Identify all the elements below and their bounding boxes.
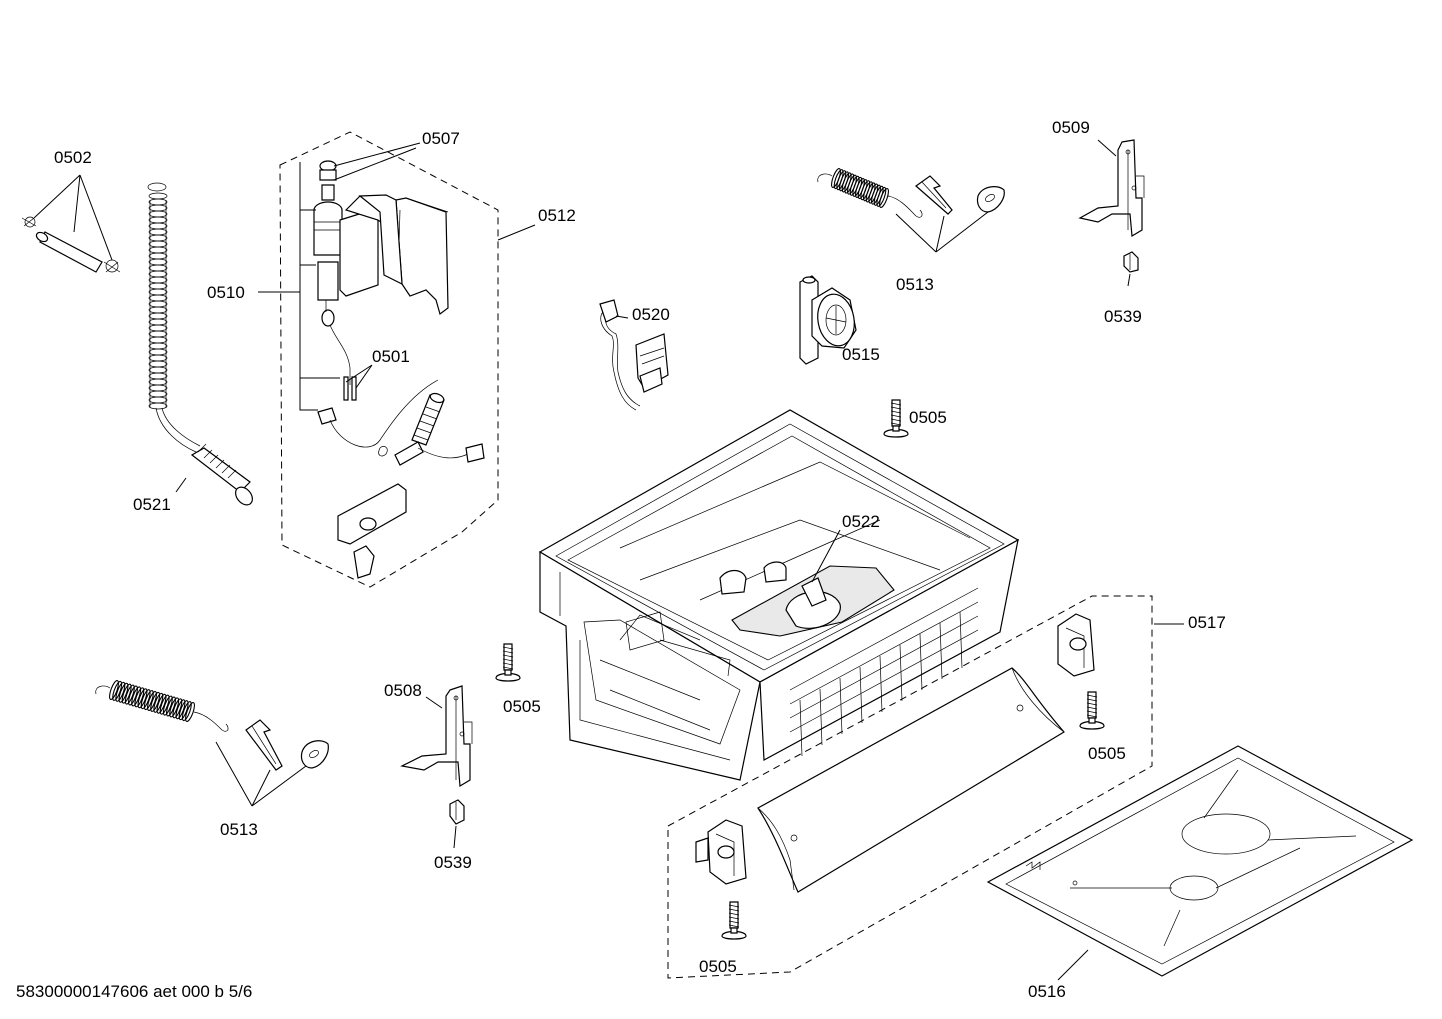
label-0513-lower: 0513	[220, 820, 258, 839]
label-0539-upper: 0539	[1104, 307, 1142, 326]
group-outline-0512	[279, 131, 499, 588]
label-0512: 0512	[538, 206, 576, 225]
leader-0501	[345, 364, 373, 389]
part-0505-screw-1	[883, 399, 909, 438]
part-hose-and-sensor	[317, 379, 485, 579]
leader-0510	[258, 162, 340, 411]
leader-0513-upper	[895, 211, 989, 253]
part-0539-clip-upper	[1123, 251, 1139, 273]
label-0505-1: 0505	[909, 408, 947, 427]
label-0539-lower: 0539	[434, 853, 472, 872]
part-0515-flow-meter	[799, 275, 857, 365]
part-0505-screw-3	[1079, 691, 1105, 730]
label-0515: 0515	[842, 345, 880, 364]
part-kickplate-panel	[757, 667, 1065, 893]
part-0509-hinge-bracket	[1078, 139, 1145, 238]
part-0520-sensor-cable	[599, 299, 669, 411]
group-outline-0517	[667, 595, 1153, 979]
part-foot-bracket-right	[1057, 613, 1095, 677]
part-0516-bottom-plate	[986, 745, 1414, 977]
leader-0516	[1057, 949, 1089, 981]
label-0505-3: 0505	[1088, 744, 1126, 763]
leader-0522	[811, 529, 841, 583]
label-0517: 0517	[1188, 613, 1226, 632]
label-0522: 0522	[842, 512, 880, 531]
part-0539-clip-lower	[449, 799, 465, 825]
label-0509: 0509	[1052, 118, 1090, 137]
label-0505-4: 0505	[699, 957, 737, 976]
leader-0521	[175, 477, 187, 493]
leader-0502	[33, 174, 113, 261]
leader-0507	[333, 142, 421, 181]
label-0501: 0501	[372, 347, 410, 366]
base-wall-grid	[789, 587, 979, 757]
label-0508: 0508	[384, 681, 422, 700]
label-0513-upper: 0513	[896, 275, 934, 294]
leader-0539-lower	[453, 825, 457, 849]
label-0516: 0516	[1028, 982, 1066, 1001]
leader-0520	[615, 315, 629, 319]
leader-0509	[1097, 139, 1117, 157]
spring-coils-upper	[831, 167, 889, 209]
part-0505-screw-4	[721, 901, 747, 940]
part-0510-valve-assembly	[313, 160, 449, 401]
leader-0508	[425, 696, 443, 709]
footer-document-code: 58300000147606 aet 000 b 5/6	[16, 982, 252, 1001]
spring-coils-lower	[109, 679, 195, 723]
label-0507: 0507	[422, 129, 460, 148]
part-0513-spring-set-lower	[95, 679, 329, 771]
leader-0512	[497, 224, 536, 241]
part-0502-pipe-clamps	[21, 216, 121, 273]
leader-0513-lower	[215, 741, 307, 807]
part-0508-hinge-bracket	[400, 685, 473, 788]
label-0510: 0510	[207, 283, 245, 302]
label-0502: 0502	[54, 148, 92, 167]
label-0520: 0520	[632, 305, 670, 324]
hose-ribs	[148, 192, 168, 410]
part-0513-spring-set-upper	[817, 167, 1005, 218]
part-0505-screw-2	[495, 643, 521, 682]
part-foot-bracket-left	[695, 819, 747, 885]
label-0505-2: 0505	[503, 697, 541, 716]
part-base-tub	[538, 409, 1020, 781]
label-0521: 0521	[133, 495, 171, 514]
part-0521-drain-hose	[147, 182, 253, 506]
leader-0539-upper	[1127, 273, 1131, 287]
